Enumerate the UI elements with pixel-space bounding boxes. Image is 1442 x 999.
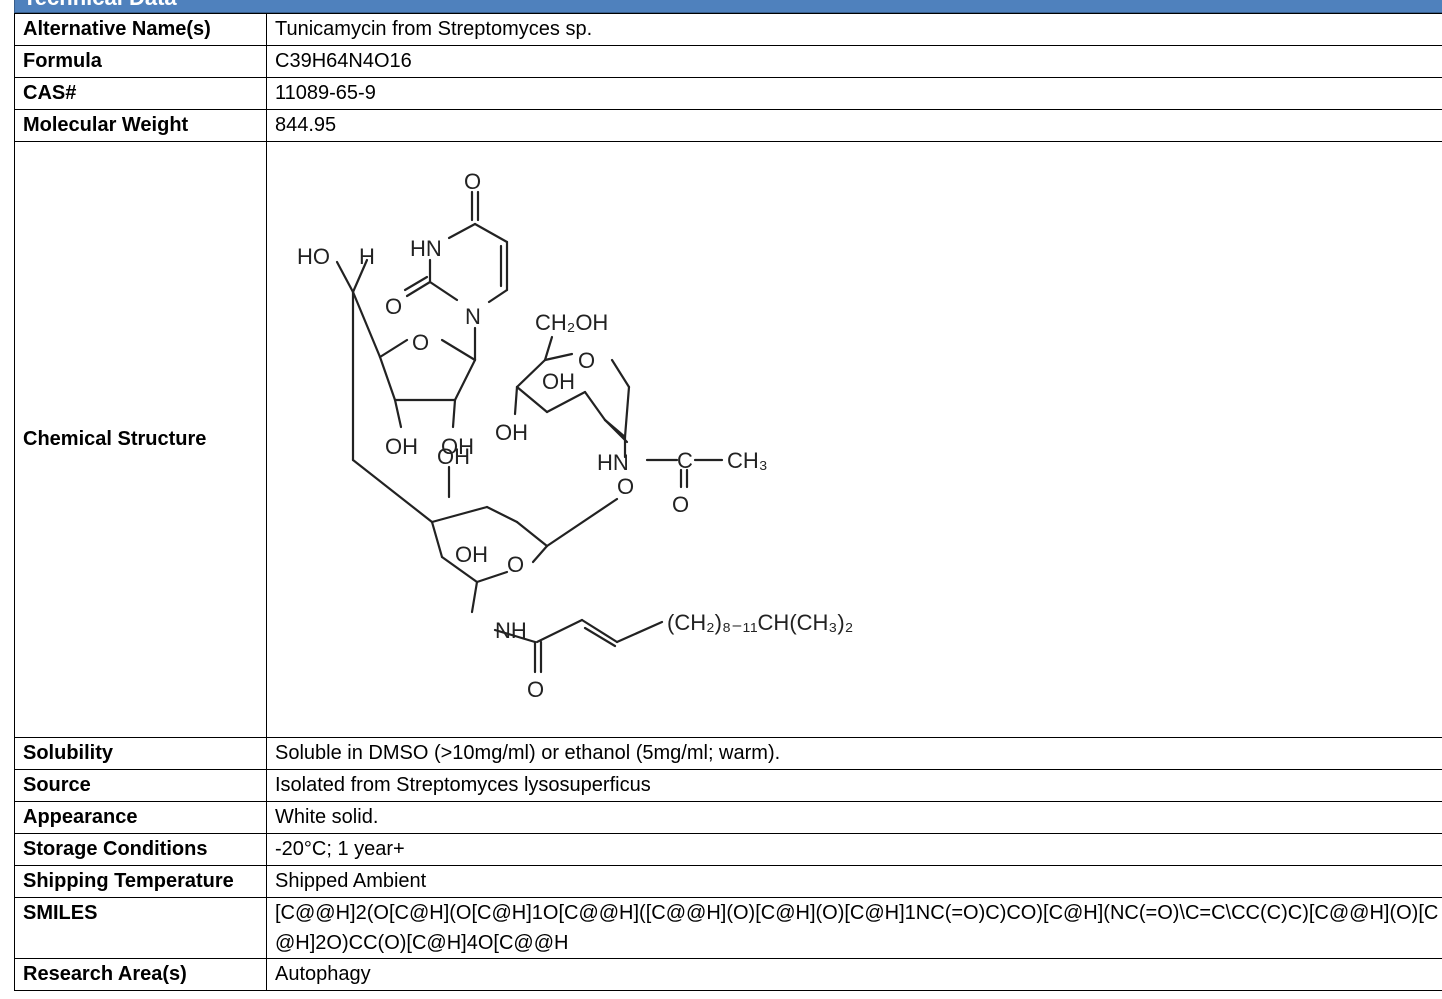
table-row: Molecular Weight 844.95: [14, 109, 1442, 142]
row-label: SMILES: [14, 897, 267, 959]
table-row: Appearance White solid.: [14, 801, 1442, 834]
table-row: SMILES [C@@H]2(O[C@H](O[C@H]1O[C@@H]([C@…: [14, 897, 1442, 959]
structure-label: OH: [385, 434, 418, 459]
row-value: -20°C; 1 year+: [266, 833, 1442, 866]
structure-label: CH₂OH: [535, 310, 608, 335]
row-label: Source: [14, 769, 267, 802]
row-label: Storage Conditions: [14, 833, 267, 866]
row-label: Chemical Structure: [14, 141, 267, 738]
row-label: Molecular Weight: [14, 109, 267, 142]
structure-label: OH: [437, 444, 470, 469]
row-label: Shipping Temperature: [14, 865, 267, 898]
row-label: Research Area(s): [14, 958, 267, 991]
table-row: Shipping Temperature Shipped Ambient: [14, 865, 1442, 898]
structure-label: HN: [597, 450, 629, 475]
table-row: Alternative Name(s) Tunicamycin from Str…: [14, 13, 1442, 46]
structure-label: CH₃: [727, 448, 768, 473]
technical-data-table: Alternative Name(s) Tunicamycin from Str…: [14, 13, 1442, 991]
structure-label: H: [359, 244, 375, 269]
structure-cell: O HN O N HO H O OH OH CH₂OH O OH OH HN C…: [266, 141, 1442, 738]
row-value: 11089-65-9: [266, 77, 1442, 110]
section-header: Technical Data: [14, 0, 1442, 13]
table-row: Research Area(s) Autophagy: [14, 958, 1442, 991]
structure-label: HN: [410, 236, 442, 261]
row-label: Appearance: [14, 801, 267, 834]
table-row: Solubility Soluble in DMSO (>10mg/ml) or…: [14, 737, 1442, 770]
structure-label: C: [677, 448, 693, 473]
row-value: Soluble in DMSO (>10mg/ml) or ethanol (5…: [266, 737, 1442, 770]
chemical-structure-drawing: O HN O N HO H O OH OH CH₂OH O OH OH HN C…: [297, 169, 853, 702]
structure-label: OH: [542, 369, 575, 394]
row-value: Tunicamycin from Streptomyces sp.: [266, 13, 1442, 46]
structure-label: OH: [441, 434, 474, 459]
structure-label: O: [578, 348, 595, 373]
row-label: CAS#: [14, 77, 267, 110]
row-value: White solid.: [266, 801, 1442, 834]
structure-label: HO: [297, 244, 330, 269]
structure-label: NH: [495, 618, 527, 643]
section-title: Technical Data: [23, 0, 177, 11]
table-row: Formula C39H64N4O16: [14, 45, 1442, 78]
structure-label: OH: [455, 542, 488, 567]
row-label: Solubility: [14, 737, 267, 770]
smiles-text: [C@@H]2(O[C@H](O[C@H]1O[C@@H]([C@@H](O)[…: [275, 902, 1439, 954]
structure-label: O: [617, 474, 634, 499]
chemical-structure: O HN O N HO H O OH OH CH₂OH O OH OH HN C…: [268, 143, 1442, 737]
structure-label: OH: [495, 420, 528, 445]
table-row: Storage Conditions -20°C; 1 year+: [14, 833, 1442, 866]
row-value: [C@@H]2(O[C@H](O[C@H]1O[C@@H]([C@@H](O)[…: [266, 897, 1442, 959]
structure-label: O: [385, 294, 402, 319]
structure-label: O: [527, 677, 544, 702]
table-row: CAS# 11089-65-9: [14, 77, 1442, 110]
row-value: Autophagy: [266, 958, 1442, 991]
row-value: Isolated from Streptomyces lysosuperficu…: [266, 769, 1442, 802]
table-row: Chemical Structure: [14, 141, 1442, 738]
structure-label: O: [464, 169, 481, 194]
structure-label: O: [412, 330, 429, 355]
structure-label: N: [465, 304, 481, 329]
row-value: Shipped Ambient: [266, 865, 1442, 898]
table-row: Source Isolated from Streptomyces lysosu…: [14, 769, 1442, 802]
structure-label: O: [507, 552, 524, 577]
row-label: Formula: [14, 45, 267, 78]
row-value: C39H64N4O16: [266, 45, 1442, 78]
row-label: Alternative Name(s): [14, 13, 267, 46]
structure-label: (CH₂)₈₋₁₁CH(CH₃)₂: [667, 610, 853, 635]
row-value: 844.95: [266, 109, 1442, 142]
structure-label: O: [672, 492, 689, 517]
